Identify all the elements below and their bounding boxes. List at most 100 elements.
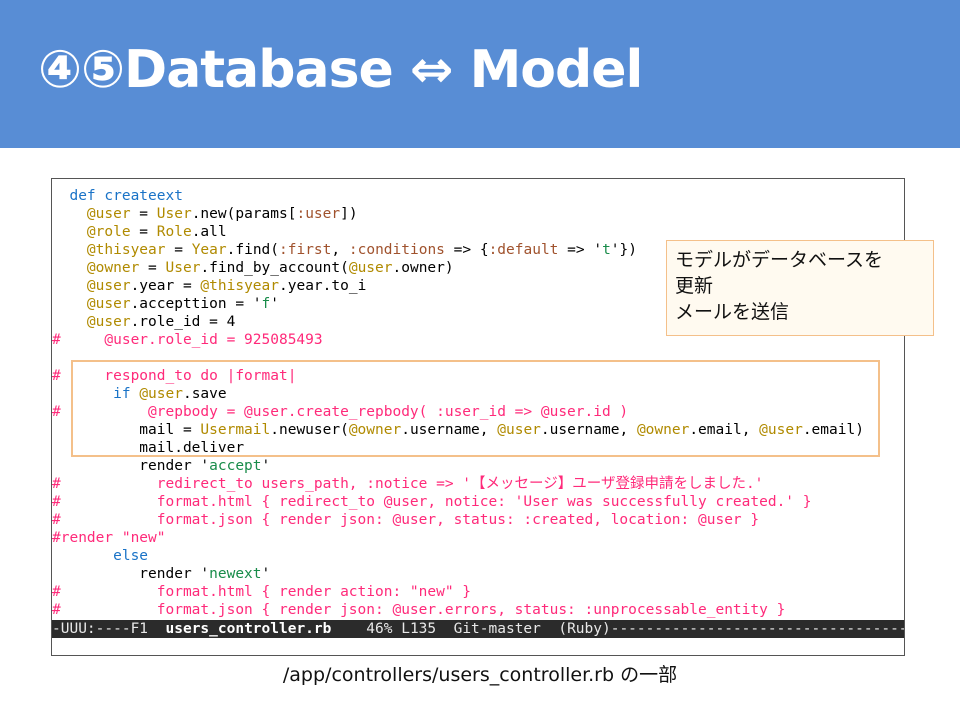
- callout-box: モデルがデータベースを 更新 メールを送信: [666, 240, 934, 336]
- slide-caption: /app/controllers/users_controller.rb の一部: [282, 664, 678, 686]
- code-token: newext: [209, 566, 262, 582]
- code-token: @user: [497, 422, 541, 438]
- code-token: :user: [296, 206, 341, 222]
- code-token: @user: [86, 278, 131, 294]
- code-token: .username,: [401, 422, 498, 438]
- code-line: # format.json { render json: @user, stat…: [52, 511, 904, 529]
- code-token: ]): [340, 206, 358, 222]
- code-line: @user.year = @thisyear.year.to_i: [52, 277, 904, 295]
- code-token: [52, 206, 87, 222]
- callout-line: 更新: [675, 275, 714, 297]
- slide-header: ④⑤Database ⇔ Model: [0, 0, 960, 148]
- code-line: @owner = User.find_by_account(@user.owne…: [52, 259, 904, 277]
- code-token: =: [139, 260, 166, 276]
- code-token: => {: [444, 242, 489, 258]
- highlight-box: [71, 360, 880, 457]
- code-token: User: [156, 206, 192, 222]
- code-line: # @repbody = @user.create_repbody( :user…: [52, 403, 904, 421]
- code-line: if @user.save: [52, 385, 904, 403]
- code-token: # format.html { redirect_to @user, notic…: [52, 494, 812, 510]
- code-token: mail.deliver: [52, 440, 245, 456]
- code-token: .all: [191, 224, 227, 240]
- code-line: # @user.role_id = 925085493: [52, 331, 904, 349]
- code-token: render ': [52, 458, 210, 474]
- modeline-right: 46% L135 Git-master (Ruby)--------------…: [366, 621, 904, 637]
- code-token: # @repbody = @user.create_repbody( :user…: [52, 404, 629, 420]
- code-line: @user = User.new(params[:user]): [52, 205, 904, 223]
- code-token: @user: [86, 206, 131, 222]
- code-token: .role_id = 4: [130, 314, 236, 330]
- code-token: .owner): [392, 260, 454, 276]
- code-token: @user: [86, 296, 131, 312]
- code-token: if: [113, 386, 140, 402]
- code-token: @user: [759, 422, 803, 438]
- code-line: mail.deliver: [52, 439, 904, 457]
- code-token: # @user.role_id = 925085493: [52, 332, 323, 348]
- code-token: @user: [86, 314, 131, 330]
- code-token: # respond_to do |format|: [52, 368, 297, 384]
- code-token: # format.json { render json: @user, stat…: [52, 512, 760, 528]
- code-token: f: [261, 296, 271, 312]
- code-token: @role: [86, 224, 131, 240]
- code-token: ,: [331, 242, 349, 258]
- code-token: .year =: [130, 278, 201, 294]
- code-token: @thisyear: [200, 278, 279, 294]
- code-token: [52, 314, 87, 330]
- code-token: .save: [182, 386, 227, 402]
- code-line: @user.role_id = 4: [52, 313, 904, 331]
- code-line: def createext: [52, 187, 904, 205]
- code-area: def createext @user = User.new(params[:u…: [52, 187, 904, 619]
- code-token: :default: [488, 242, 559, 258]
- code-token: else: [52, 548, 149, 564]
- code-token: #render "new": [52, 530, 166, 546]
- code-token: @user: [139, 386, 183, 402]
- callout-line: モデルがデータベースを: [675, 249, 884, 271]
- code-token: .username,: [540, 422, 637, 438]
- code-token: @owner: [348, 422, 402, 438]
- code-token: ': [261, 566, 271, 582]
- code-token: Year: [191, 242, 227, 258]
- slide-title: ④⑤Database ⇔ Model: [38, 40, 643, 100]
- code-token: [52, 224, 87, 240]
- code-token: # redirect_to users_path, :notice => '【メ…: [52, 476, 764, 492]
- code-token: mail =: [52, 422, 201, 438]
- code-line: @thisyear = Year.find(:first, :condition…: [52, 241, 904, 259]
- code-token: [52, 242, 87, 258]
- code-token: [52, 260, 87, 276]
- code-line: #render "new": [52, 529, 904, 547]
- code-token: ': [261, 458, 271, 474]
- code-token: .email): [802, 422, 864, 438]
- code-token: @thisyear: [86, 242, 166, 258]
- code-token: .year.to_i: [279, 278, 367, 294]
- code-token: .new(params[: [191, 206, 297, 222]
- editor-modeline: -UUU:----F1 users_controller.rb 46% L135…: [52, 620, 904, 638]
- code-token: # format.html { render action: "new" }: [52, 584, 472, 600]
- code-token: @owner: [636, 422, 690, 438]
- code-token: .find(: [226, 242, 280, 258]
- code-token: User: [165, 260, 201, 276]
- code-token: # format.json { render json: @user.error…: [52, 602, 786, 618]
- code-line: render 'newext': [52, 565, 904, 583]
- code-line: else: [52, 547, 904, 565]
- modeline-left: -UUU:----F1: [52, 621, 166, 637]
- code-line: @user.accepttion = 'f': [52, 295, 904, 313]
- code-line: # respond_to do |format|: [52, 367, 904, 385]
- code-token: =: [165, 242, 192, 258]
- code-token: .newuser(: [270, 422, 349, 438]
- code-line: render 'accept': [52, 457, 904, 475]
- code-token: def createext: [52, 188, 183, 204]
- code-token: .find_by_account(: [200, 260, 349, 276]
- code-line: # format.html { redirect_to @user, notic…: [52, 493, 904, 511]
- code-line: # format.html { render action: "new" }: [52, 583, 904, 601]
- code-token: '}): [610, 242, 637, 258]
- callout-line: メールを送信: [675, 301, 790, 323]
- code-token: .email,: [689, 422, 760, 438]
- modeline-filename: users_controller.rb: [165, 621, 332, 637]
- code-token: accept: [209, 458, 262, 474]
- code-token: render ': [52, 566, 210, 582]
- code-token: [52, 296, 87, 312]
- code-token: =: [130, 224, 157, 240]
- code-token: t: [602, 242, 611, 258]
- code-token: Usermail: [200, 422, 271, 438]
- code-token: .accepttion = ': [130, 296, 262, 312]
